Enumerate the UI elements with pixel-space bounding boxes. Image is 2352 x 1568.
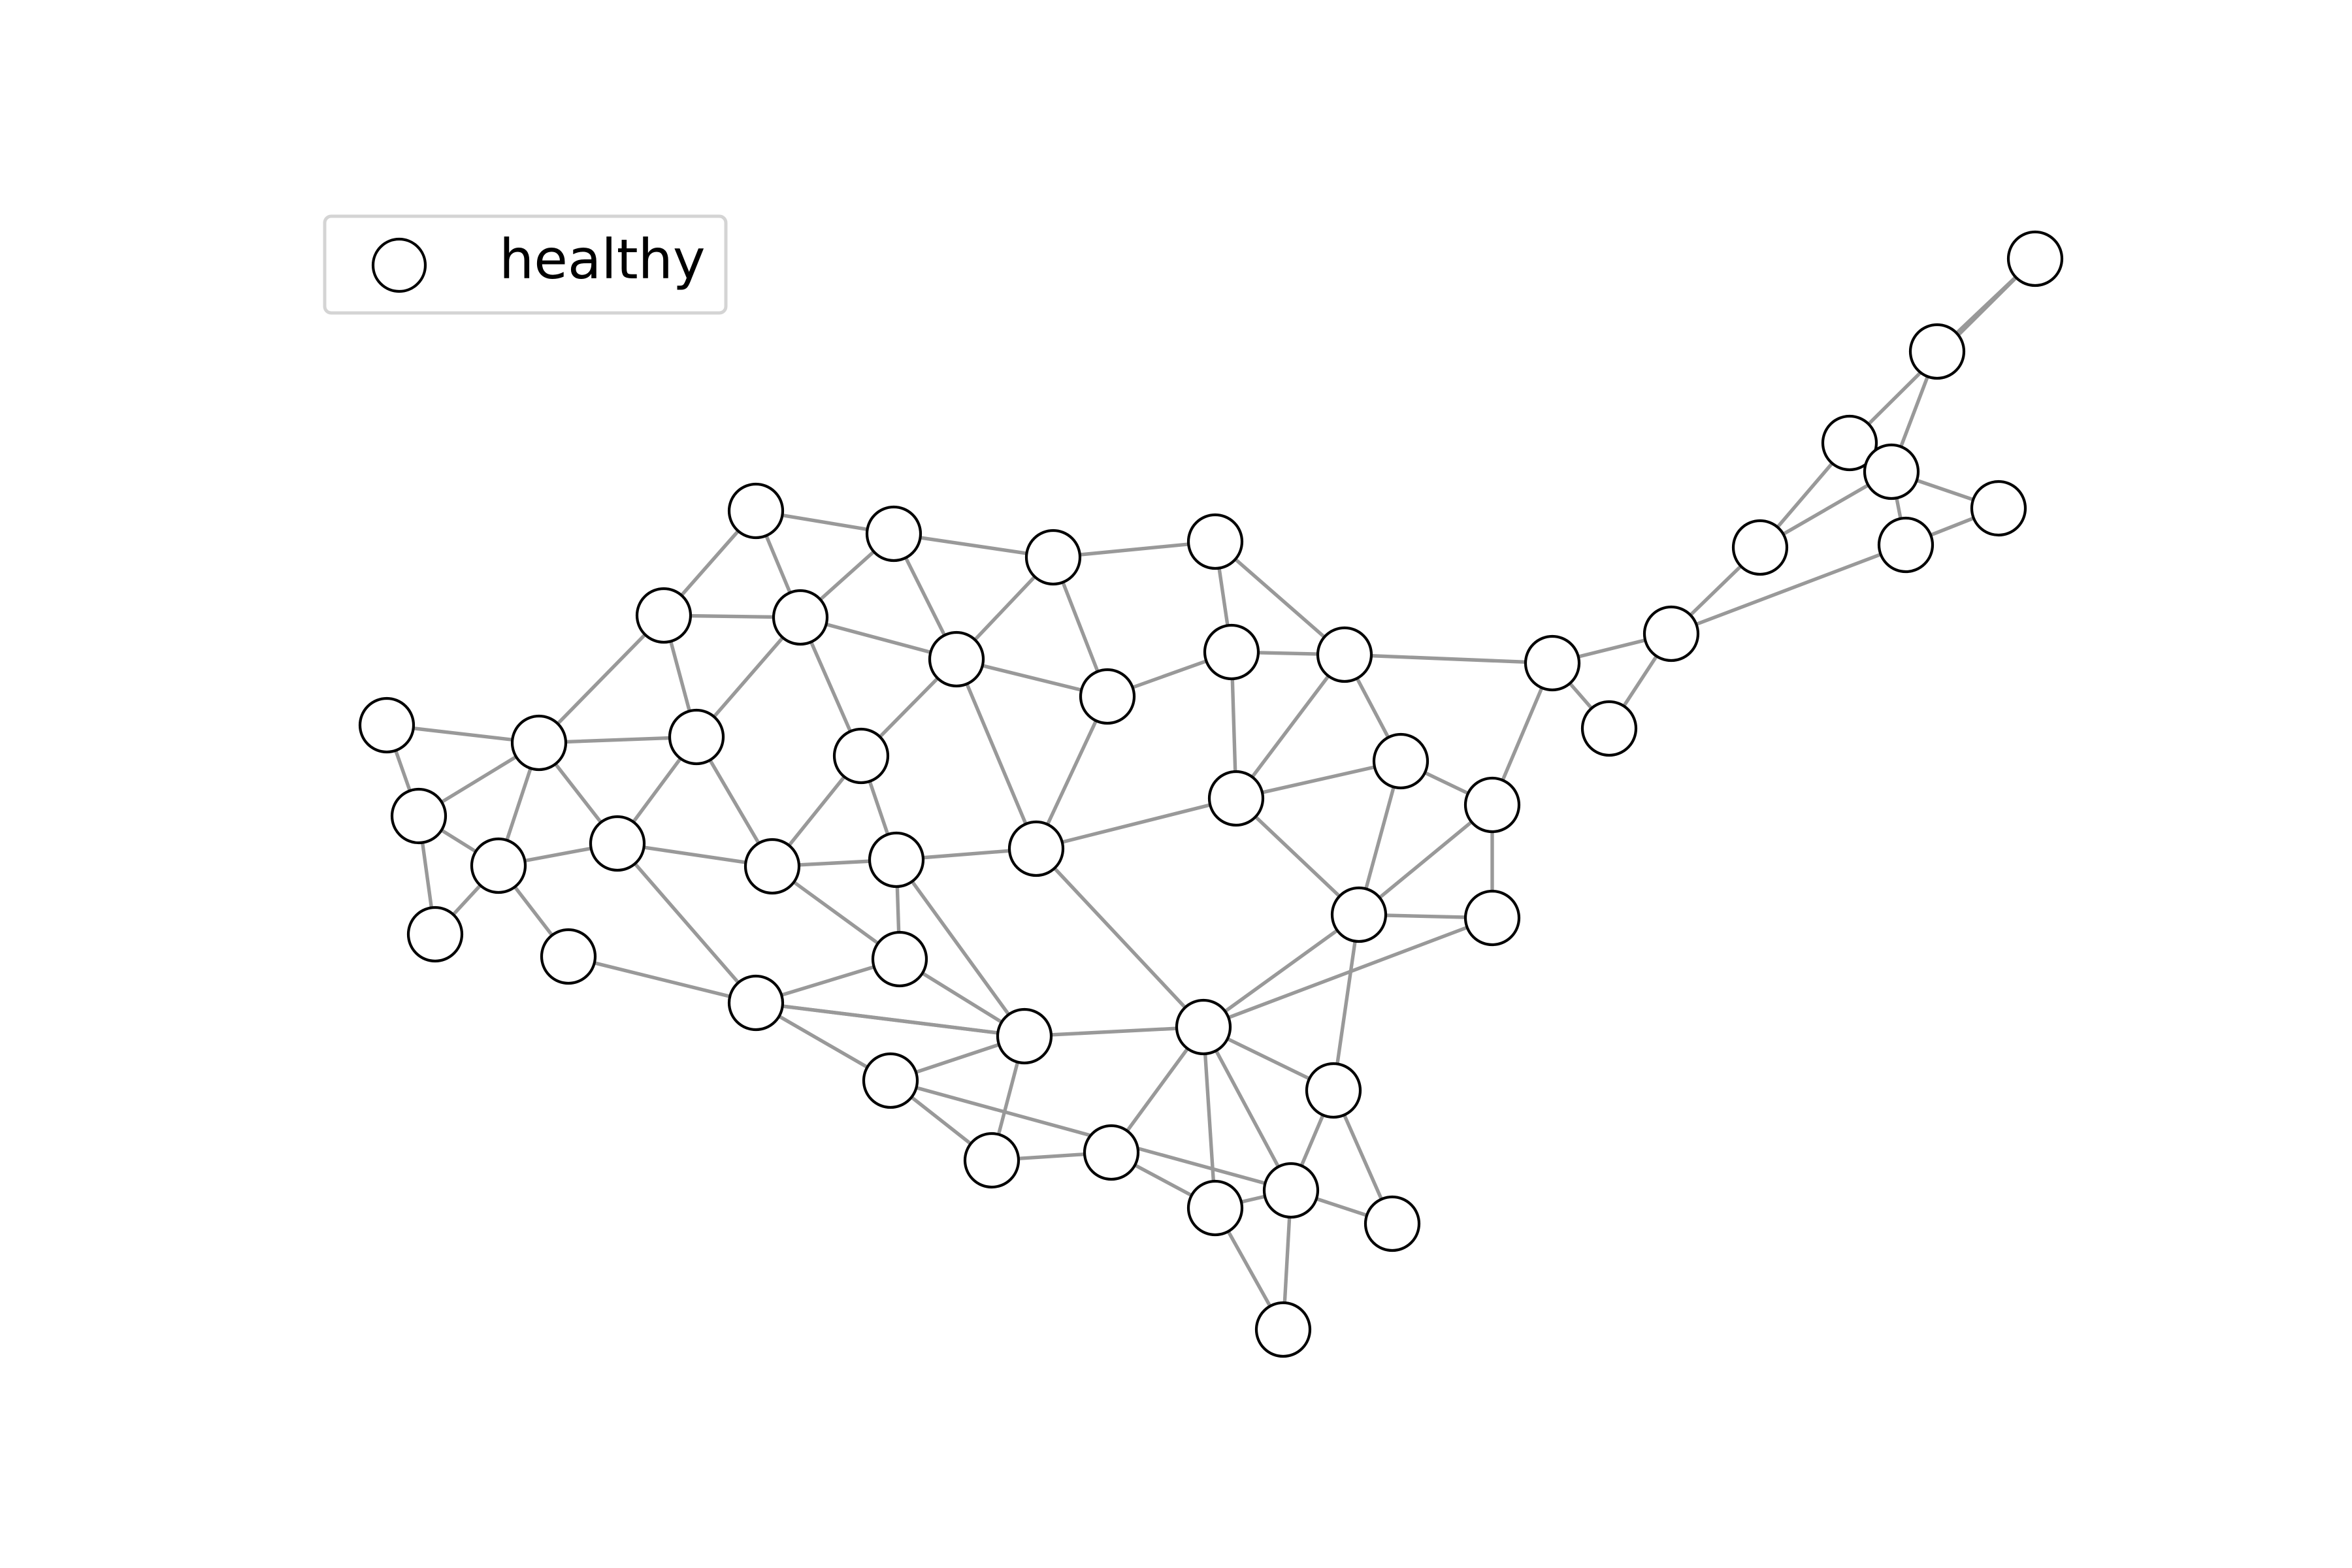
graph-node-healthy (358, 696, 416, 754)
graph-node-healthy (1580, 700, 1638, 757)
graph-node-healthy (832, 727, 890, 785)
graph-node-healthy (668, 708, 725, 766)
graph-node-healthy (1463, 889, 1521, 947)
graph-node-healthy (1305, 1062, 1362, 1119)
graph-node-healthy (1863, 443, 1920, 500)
graph-node-healthy (635, 587, 693, 644)
graph-node-healthy (1524, 634, 1581, 692)
graph-node-healthy (1186, 513, 1244, 570)
graph-node-healthy (871, 930, 928, 988)
graph-node-healthy (862, 1052, 919, 1109)
graph-node-healthy (589, 815, 646, 872)
legend: healthy (323, 214, 728, 315)
graph-edge (1343, 653, 1554, 665)
graph-node-healthy (1186, 1179, 1244, 1237)
graph-node-healthy (1175, 998, 1232, 1056)
graph-node-healthy (1642, 605, 1700, 662)
graph-node-healthy (1821, 414, 1878, 472)
graph-edge (1669, 543, 1908, 636)
node-layer (358, 230, 2064, 1358)
graph-node-healthy (727, 482, 785, 540)
graph-node-healthy (1364, 1195, 1421, 1252)
graph-edge (1201, 913, 1361, 1029)
graph-node-healthy (1262, 1162, 1320, 1219)
graph-node-healthy (1330, 886, 1388, 943)
graph-node-healthy (406, 906, 464, 963)
graph-edge (537, 613, 666, 745)
graph-node-healthy (1083, 1124, 1140, 1181)
graph-node-healthy (540, 928, 597, 985)
graph-node-healthy (743, 838, 801, 895)
graph-node-healthy (865, 505, 923, 563)
graph-node-healthy (1463, 776, 1521, 834)
graph-node-healthy (1254, 1301, 1312, 1358)
graph-node-healthy (963, 1132, 1021, 1189)
graph-edge (1201, 916, 1494, 1029)
graph-node-healthy (1203, 623, 1260, 681)
graph-node-healthy (727, 974, 785, 1032)
graph-edge (1022, 1025, 1205, 1038)
graph-edge (894, 858, 1026, 1038)
graph-edge (1234, 653, 1347, 800)
graph-node-healthy (390, 787, 448, 845)
graph-node-healthy (470, 837, 527, 894)
graph-node-healthy (1731, 519, 1789, 576)
graph-node-healthy (1877, 516, 1935, 574)
graph-node-healthy (1908, 323, 1966, 380)
graph-edge (566, 955, 758, 1005)
graph-node-healthy (996, 1007, 1053, 1065)
graph-edge (754, 1001, 1026, 1038)
graph-node-healthy (1970, 480, 2027, 537)
graph-edge (1357, 803, 1494, 917)
graph-edge (615, 841, 758, 1005)
graph-node-healthy (1079, 668, 1136, 725)
graph-edge (1234, 796, 1361, 917)
graph-node-healthy (1024, 529, 1082, 586)
graph-node-healthy (1316, 626, 1373, 683)
graph-edge (1034, 796, 1238, 851)
graph-node-healthy (1207, 770, 1265, 827)
graph-edge (1034, 847, 1205, 1029)
graph-edge (1213, 540, 1347, 657)
graph-node-healthy (2006, 230, 2064, 287)
graph-edge (955, 657, 1038, 851)
graph-node-healthy (868, 831, 925, 889)
graph-edge (1331, 913, 1361, 1092)
legend-frame (323, 214, 728, 315)
legend-healthy-marker (371, 237, 427, 293)
graph-node-healthy (1007, 820, 1065, 877)
graph-edge (1201, 1025, 1217, 1210)
graph-node-healthy (772, 589, 829, 646)
graph-edge (1201, 1025, 1293, 1192)
graph-node-healthy (510, 714, 568, 772)
legend-healthy-label: healthy (499, 227, 706, 291)
graph-node-healthy (1372, 732, 1429, 790)
graph-node-healthy (928, 630, 985, 688)
